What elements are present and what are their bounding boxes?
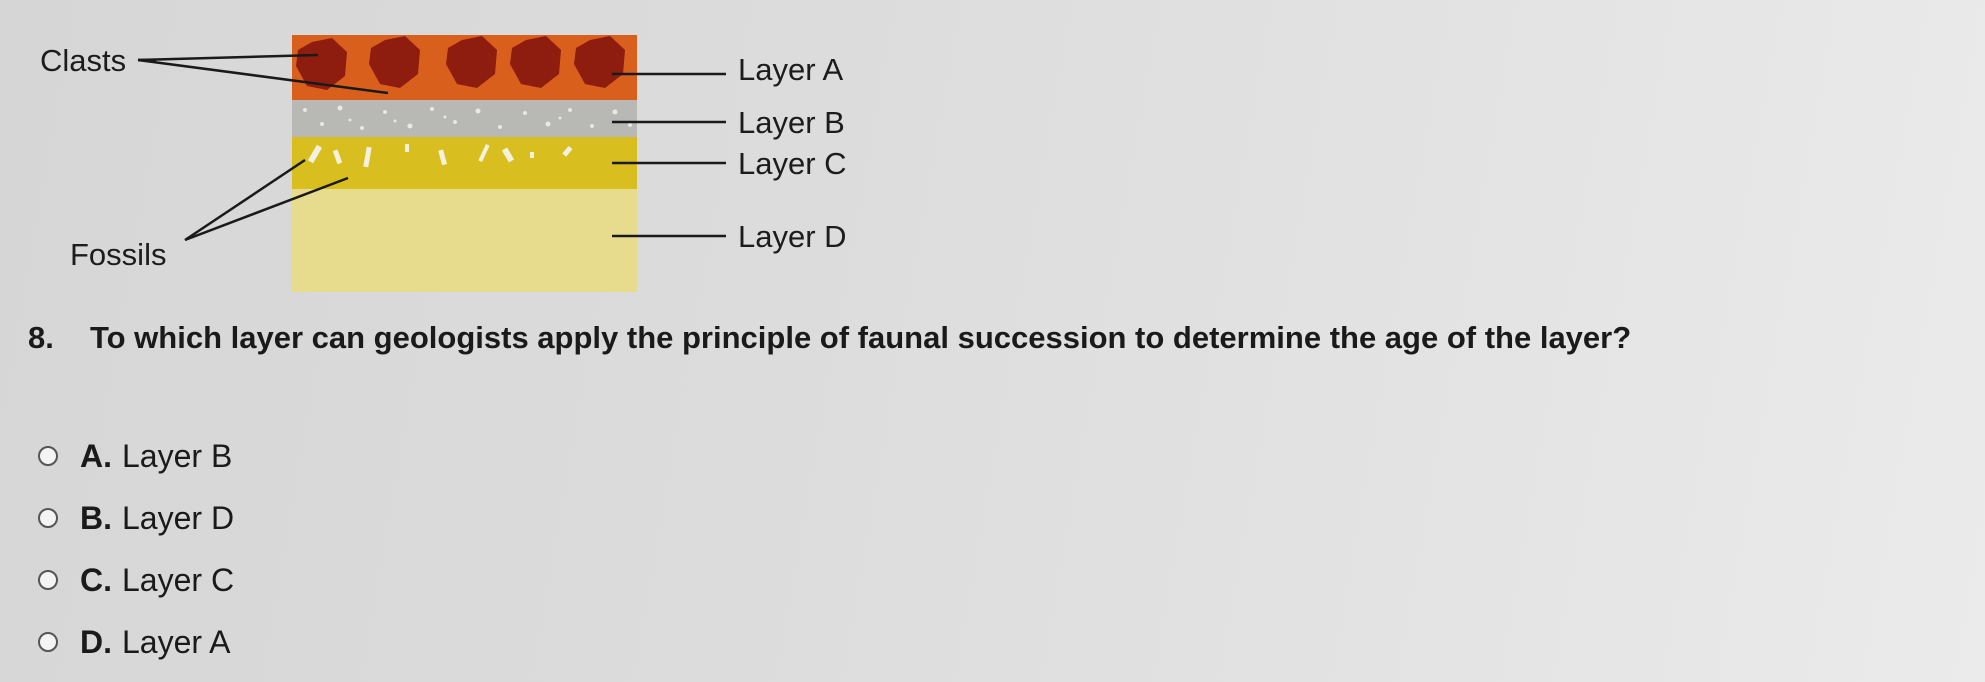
option-label: Layer D: [122, 499, 235, 536]
option-letter: A.: [80, 437, 112, 474]
fossil-fragments: [307, 143, 573, 168]
option-d[interactable]: D. Layer A: [38, 611, 234, 673]
layer-c-band: [292, 137, 637, 189]
layer-d-band: [292, 187, 637, 292]
option-letter: C.: [80, 561, 112, 598]
option-a[interactable]: A. Layer B: [38, 425, 234, 487]
layer-d-label: Layer D: [738, 219, 847, 254]
layer-c-label: Layer C: [738, 146, 847, 181]
option-letter: D.: [80, 623, 112, 660]
layer-b-label: Layer B: [738, 105, 845, 140]
question-text: 8. To which layer can geologists apply th…: [28, 320, 1978, 356]
question-prompt: To which layer can geologists apply the …: [90, 320, 1632, 355]
question-number: 8.: [28, 320, 54, 355]
clasts-label: Clasts: [40, 43, 126, 78]
fossils-pointer-lines: [184, 158, 349, 242]
radio-button-icon[interactable]: [38, 446, 58, 466]
fossils-label: Fossils: [70, 237, 166, 272]
option-letter: B.: [80, 499, 112, 536]
option-c[interactable]: C. Layer C: [38, 549, 234, 611]
layer-a-label: Layer A: [738, 52, 843, 87]
option-b[interactable]: B. Layer D: [38, 487, 234, 549]
layer-b-band: [292, 100, 637, 137]
option-label: Layer A: [122, 623, 231, 660]
answer-options: A. Layer B B. Layer D C. Layer C D. Laye…: [38, 425, 234, 673]
layer-leader-lines: [612, 72, 726, 238]
option-label: Layer B: [122, 437, 233, 474]
radio-button-icon[interactable]: [38, 632, 58, 652]
option-label: Layer C: [122, 561, 235, 598]
rock-layers-diagram: Layer A Layer B Layer C Layer D Clasts F…: [40, 35, 847, 292]
clasts-pointer-lines: [137, 53, 389, 95]
radio-button-icon[interactable]: [38, 508, 58, 528]
layer-b-speckles: [303, 105, 632, 130]
radio-button-icon[interactable]: [38, 570, 58, 590]
